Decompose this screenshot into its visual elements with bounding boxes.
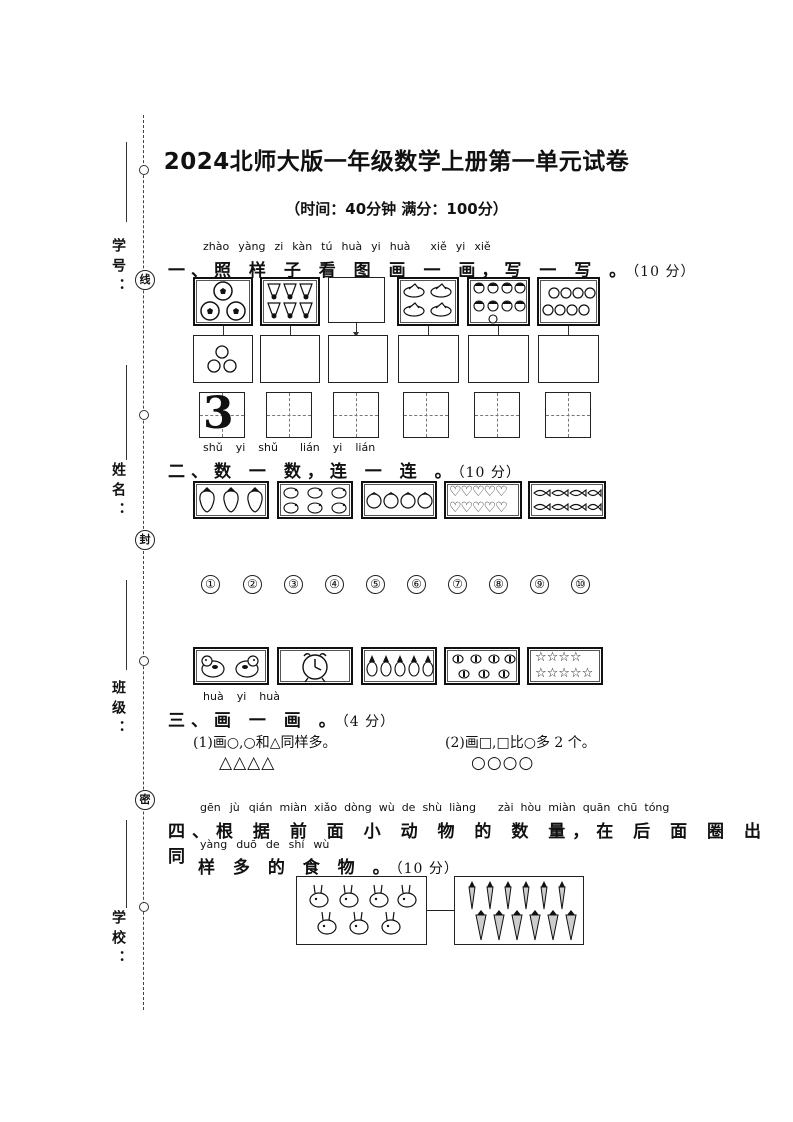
number-7[interactable]: ⑦ (448, 575, 467, 594)
q1-drawing-box[interactable] (538, 335, 599, 383)
page-subtitle: （时间：40分钟 满分：100分） (285, 200, 508, 218)
q3-sub2: (2)画□,□比○多 2 个。 (445, 735, 596, 751)
q2-picture-stars: ☆☆☆☆☆☆☆☆☆ (527, 647, 603, 685)
number-3[interactable]: ③ (284, 575, 303, 594)
q1-picture-apples (537, 277, 600, 326)
q1-picture-soccer-balls (193, 277, 253, 326)
binding-dashed-line (143, 115, 144, 1010)
q2-heading: 二、数 一 数，连 一 连 。（10 分） (168, 462, 521, 482)
q1-writing-grid[interactable] (333, 392, 379, 438)
q2-picture-pineapples (361, 647, 437, 685)
number-1[interactable]: ① (201, 575, 220, 594)
q1-picture-kids (467, 277, 530, 326)
q2-picture-tomatoes (361, 481, 437, 519)
q2-picture-strawberries (193, 481, 269, 519)
student-id-blank (126, 142, 127, 222)
q4-animals-box-rabbits (296, 876, 427, 945)
number-10[interactable]: ⑩ (571, 575, 590, 594)
student-id-label: 学号： (110, 238, 126, 298)
down-arrow-icon (353, 323, 359, 337)
q1-writing-grid[interactable] (474, 392, 520, 438)
number-4[interactable]: ④ (325, 575, 344, 594)
q1-writing-grid[interactable] (266, 392, 312, 438)
number-9[interactable]: ⑨ (530, 575, 549, 594)
q4-heading-line2: 样 多 的 食 物 。（10 分） (198, 858, 459, 878)
q1-drawing-box-sample (193, 335, 253, 383)
number-8[interactable]: ⑧ (489, 575, 508, 594)
q4-food-box-carrots[interactable] (454, 876, 584, 945)
binding-hole (139, 410, 149, 420)
sample-number: 3 (203, 388, 234, 439)
q1-drawing-box[interactable] (468, 335, 529, 383)
class-blank (126, 580, 127, 670)
seal-seal: 封 (135, 530, 155, 550)
number-5[interactable]: ⑤ (366, 575, 385, 594)
q3-circles: ○○○○ (471, 753, 535, 773)
q1-heading: 一、照 样 子 看 图 画 一 画，写 一 写 。（10 分） (168, 261, 696, 281)
school-label: 学校： (110, 910, 126, 970)
q2-picture-alarm-clock (277, 647, 353, 685)
q4-heading-line1: 四、根 据 前 面 小 动 物 的 数 量，在 后 面 圈 出 同 (168, 822, 768, 867)
binding-hole (139, 165, 149, 175)
number-2[interactable]: ② (243, 575, 262, 594)
binding-hole (139, 656, 149, 666)
q1-writing-grid-sample: 3 (199, 388, 245, 439)
school-blank (126, 820, 127, 908)
number-6[interactable]: ⑥ (407, 575, 426, 594)
q1-drawing-box[interactable] (398, 335, 459, 383)
page-title: 2024北师大版一年级数学上册第一单元试卷 (163, 149, 630, 175)
q2-picture-bees (444, 647, 520, 685)
q3-sub1: (1)画○,○和△同样多。 (193, 735, 337, 751)
q1-picture-birds (397, 277, 459, 326)
seal-line: 线 (135, 270, 155, 290)
q3-heading: 三、画 一 画 。（4 分） (168, 711, 396, 731)
q1-picture-shuttlecocks (260, 277, 320, 326)
class-label: 班级： (110, 680, 126, 740)
name-label: 姓名： (110, 462, 126, 522)
connector-line (427, 910, 454, 911)
q1-drawing-box[interactable] (328, 335, 388, 383)
q1-drawing-box[interactable] (260, 335, 320, 383)
binding-hole (139, 902, 149, 912)
star-icons: ☆☆☆☆☆☆☆☆☆ (535, 650, 594, 681)
heart-icons: ♡♡♡♡♡♡♡♡♡♡ (449, 484, 508, 516)
seal-secret: 密 (135, 790, 155, 810)
q1-writing-grid[interactable] (545, 392, 591, 438)
q1-writing-grid[interactable] (403, 392, 449, 438)
q1-picture-empty[interactable] (328, 277, 385, 323)
q2-picture-dogs (193, 647, 269, 685)
q3-triangles: △△△△ (219, 753, 276, 773)
q2-picture-fish (528, 481, 606, 519)
q2-picture-hearts: ♡♡♡♡♡♡♡♡♡♡ (444, 481, 522, 519)
name-blank (126, 365, 127, 460)
q2-picture-chickens (277, 481, 353, 519)
